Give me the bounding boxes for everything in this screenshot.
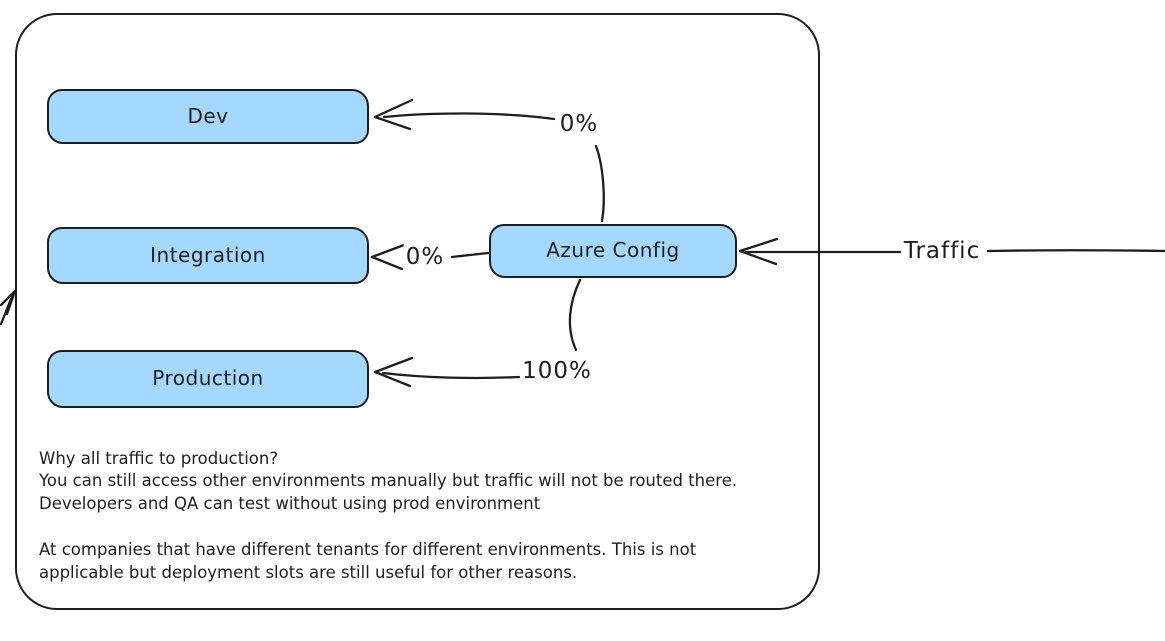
- node-azure-config-label: Azure Config: [546, 238, 680, 262]
- notes-block: Why all traffic to production? You can s…: [39, 448, 804, 584]
- edge-label-dev-percent: 0%: [557, 111, 601, 137]
- node-dev-label: Dev: [187, 103, 229, 128]
- node-integration[interactable]: Integration: [47, 227, 369, 284]
- edge-label-integration-percent: 0%: [403, 244, 447, 270]
- notes-paragraph-1: Why all traffic to production? You can s…: [39, 449, 738, 513]
- notes-paragraph-2: At companies that have different tenants…: [39, 540, 697, 582]
- edge-label-production-percent: 100%: [520, 358, 594, 384]
- node-production-label: Production: [152, 366, 264, 390]
- node-dev[interactable]: Dev: [47, 89, 369, 144]
- edge-label-traffic: Traffic: [901, 238, 983, 264]
- node-azure-config[interactable]: Azure Config: [489, 224, 737, 278]
- node-production[interactable]: Production: [47, 350, 369, 408]
- node-integration-label: Integration: [150, 242, 266, 267]
- arrow-into-frame-left: [0, 289, 17, 326]
